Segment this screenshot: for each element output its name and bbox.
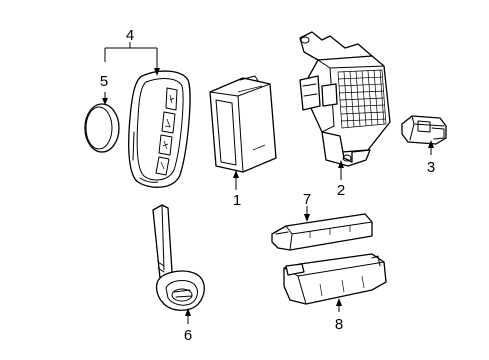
callout-6: 6: [184, 327, 192, 344]
key-fob-part: [128, 70, 191, 188]
callout-3: 3: [427, 159, 435, 176]
callout-4: 4: [126, 27, 134, 44]
antenna-housing-part: [283, 253, 387, 305]
battery-part: [84, 103, 120, 153]
callout-5: 5: [100, 73, 108, 90]
antenna-module-part: [271, 213, 373, 251]
callout-labels: 4 5 1 2 3 7 6 8: [100, 27, 435, 344]
mechanical-key-part: [152, 204, 205, 311]
callout-1: 1: [233, 192, 241, 209]
leader-lines: [102, 42, 434, 324]
callout-2: 2: [337, 182, 345, 199]
callout-8: 8: [335, 316, 343, 333]
control-module-part: [209, 75, 277, 173]
fuse-grid: [337, 69, 387, 129]
relay-part: [401, 115, 447, 145]
fuse-block-part: [299, 31, 391, 167]
callout-7: 7: [303, 191, 311, 208]
